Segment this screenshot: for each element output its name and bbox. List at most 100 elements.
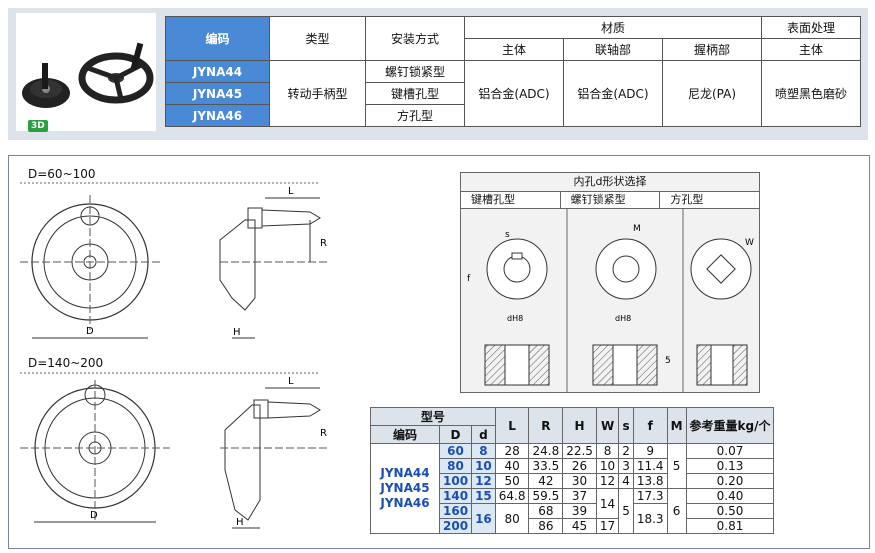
handle-material-cell: 尼龙(PA)	[662, 60, 762, 127]
header-finish: 表面处理	[761, 16, 861, 39]
dim-label: R	[320, 238, 327, 249]
3d-badge[interactable]: 3D	[28, 120, 48, 132]
subheader-handle: 握柄部	[662, 38, 762, 61]
cell-d: 15	[471, 488, 496, 504]
mount-cell: 方孔型	[365, 104, 465, 127]
header-code: 编码	[165, 16, 270, 61]
code-item: JYNA46	[380, 496, 430, 510]
dim-label: dH8	[507, 314, 523, 323]
cell-W: 17	[595, 518, 620, 534]
code-cell: JYNA44	[165, 60, 270, 83]
header-W: W	[595, 407, 620, 444]
header-type: 类型	[269, 16, 366, 61]
header-d: d	[471, 425, 496, 444]
dim-label: M	[633, 224, 641, 234]
mount-cell: 螺钉锁紧型	[365, 60, 465, 83]
type-cell: 转动手柄型	[269, 60, 366, 127]
cell-R: 86	[528, 518, 564, 534]
subheader-finish-body: 主体	[761, 38, 861, 61]
hole-title: 内孔d形状选择	[461, 173, 759, 192]
dim-label: R	[320, 428, 327, 439]
cell-f: 9	[632, 443, 668, 459]
hole-drawings: s f dH8 M dH8 5 W	[467, 209, 754, 392]
header-M: M	[666, 407, 687, 444]
label-large-range: D=140~200	[28, 356, 104, 370]
spec-table: 编码 类型 安装方式 材质 表面处理 主体 联轴部 握柄部 主体 JYNA44 …	[165, 16, 861, 127]
cell-s: 5	[618, 488, 634, 534]
cell-R: 24.8	[528, 443, 564, 459]
header-code: 编码	[370, 425, 440, 444]
small-wheel-drawing: D L R H	[20, 182, 330, 339]
cell-H: 30	[562, 473, 597, 489]
code-group: JYNA44 JYNA45 JYNA46	[370, 443, 440, 534]
cell-H: 26	[562, 458, 597, 474]
cell-D: 160	[438, 503, 473, 519]
header-L: L	[494, 407, 530, 444]
cell-W: 12	[595, 473, 620, 489]
cell-D: 80	[438, 458, 473, 474]
cell-f: 13.8	[632, 473, 668, 489]
code-cell: JYNA46	[165, 104, 270, 127]
dim-label: D	[86, 326, 94, 337]
cell-L: 80	[494, 503, 530, 534]
cell-R: 33.5	[528, 458, 564, 474]
cell-W: 8	[595, 443, 620, 459]
header-D: D	[438, 425, 473, 444]
cell-d: 16	[471, 503, 496, 534]
cell-s: 3	[618, 458, 634, 474]
cell-D: 60	[438, 443, 473, 459]
cell-L: 64.8	[494, 488, 530, 504]
dim-label: L	[288, 186, 294, 197]
drawing-panel	[8, 155, 870, 549]
cell-s: 4	[618, 473, 634, 489]
cell-weight: 0.13	[685, 458, 775, 474]
subheader-body: 主体	[464, 38, 564, 61]
cell-weight: 0.50	[685, 503, 775, 519]
cell-L: 28	[494, 443, 530, 459]
cell-R: 42	[528, 473, 564, 489]
cell-H: 45	[562, 518, 597, 534]
dim-label: D	[90, 510, 98, 521]
finish-cell: 喷塑黑色磨砂	[761, 60, 861, 127]
header-s: s	[618, 407, 634, 444]
header-H: H	[562, 407, 597, 444]
cell-L: 40	[494, 458, 530, 474]
code-cell: JYNA45	[165, 82, 270, 105]
dim-label: f	[467, 274, 471, 284]
cell-d: 10	[471, 458, 496, 474]
cell-D: 100	[438, 473, 473, 489]
code-item: JYNA44	[380, 466, 430, 480]
dim-label: 5	[665, 356, 671, 366]
spec-panel: 3D 编码 类型 安装方式 材质 表面处理 主体 联轴部 握柄部 主体 JYNA…	[8, 8, 868, 140]
cell-d: 12	[471, 473, 496, 489]
cell-H: 22.5	[562, 443, 597, 459]
cell-d: 8	[471, 443, 496, 459]
cell-M: 5	[666, 443, 687, 489]
dim-label: L	[288, 376, 294, 387]
cell-weight: 0.81	[685, 518, 775, 534]
cell-H: 37	[562, 488, 597, 504]
hole-type-keyway: 键槽孔型	[461, 192, 561, 208]
shaft-material-cell: 铝合金(ADC)	[563, 60, 663, 127]
cell-L: 50	[494, 473, 530, 489]
handwheel-image	[22, 42, 154, 108]
dim-label: dH8	[615, 314, 631, 323]
product-photo: 3D	[16, 13, 156, 132]
cell-R: 59.5	[528, 488, 564, 504]
cell-s: 2	[618, 443, 634, 459]
cell-weight: 0.40	[685, 488, 775, 504]
header-material: 材质	[464, 16, 762, 39]
cell-M: 6	[666, 488, 687, 534]
header-mount: 安装方式	[365, 16, 465, 61]
cell-D: 200	[438, 518, 473, 534]
dim-label: H	[233, 327, 241, 338]
header-f: f	[632, 407, 668, 444]
hole-shape-selection: 内孔d形状选择 键槽孔型 螺钉锁紧型 方孔型 s f dH8 M dH8 5 W	[460, 172, 760, 393]
mount-cell: 键槽孔型	[365, 82, 465, 105]
cell-f: 18.3	[632, 503, 668, 534]
header-weight: 参考重量kg/个	[685, 407, 775, 444]
header-R: R	[528, 407, 564, 444]
label-small-range: D=60~100	[28, 167, 96, 181]
hole-type-setscrew: 螺钉锁紧型	[560, 192, 661, 208]
dim-label: W	[745, 238, 754, 248]
